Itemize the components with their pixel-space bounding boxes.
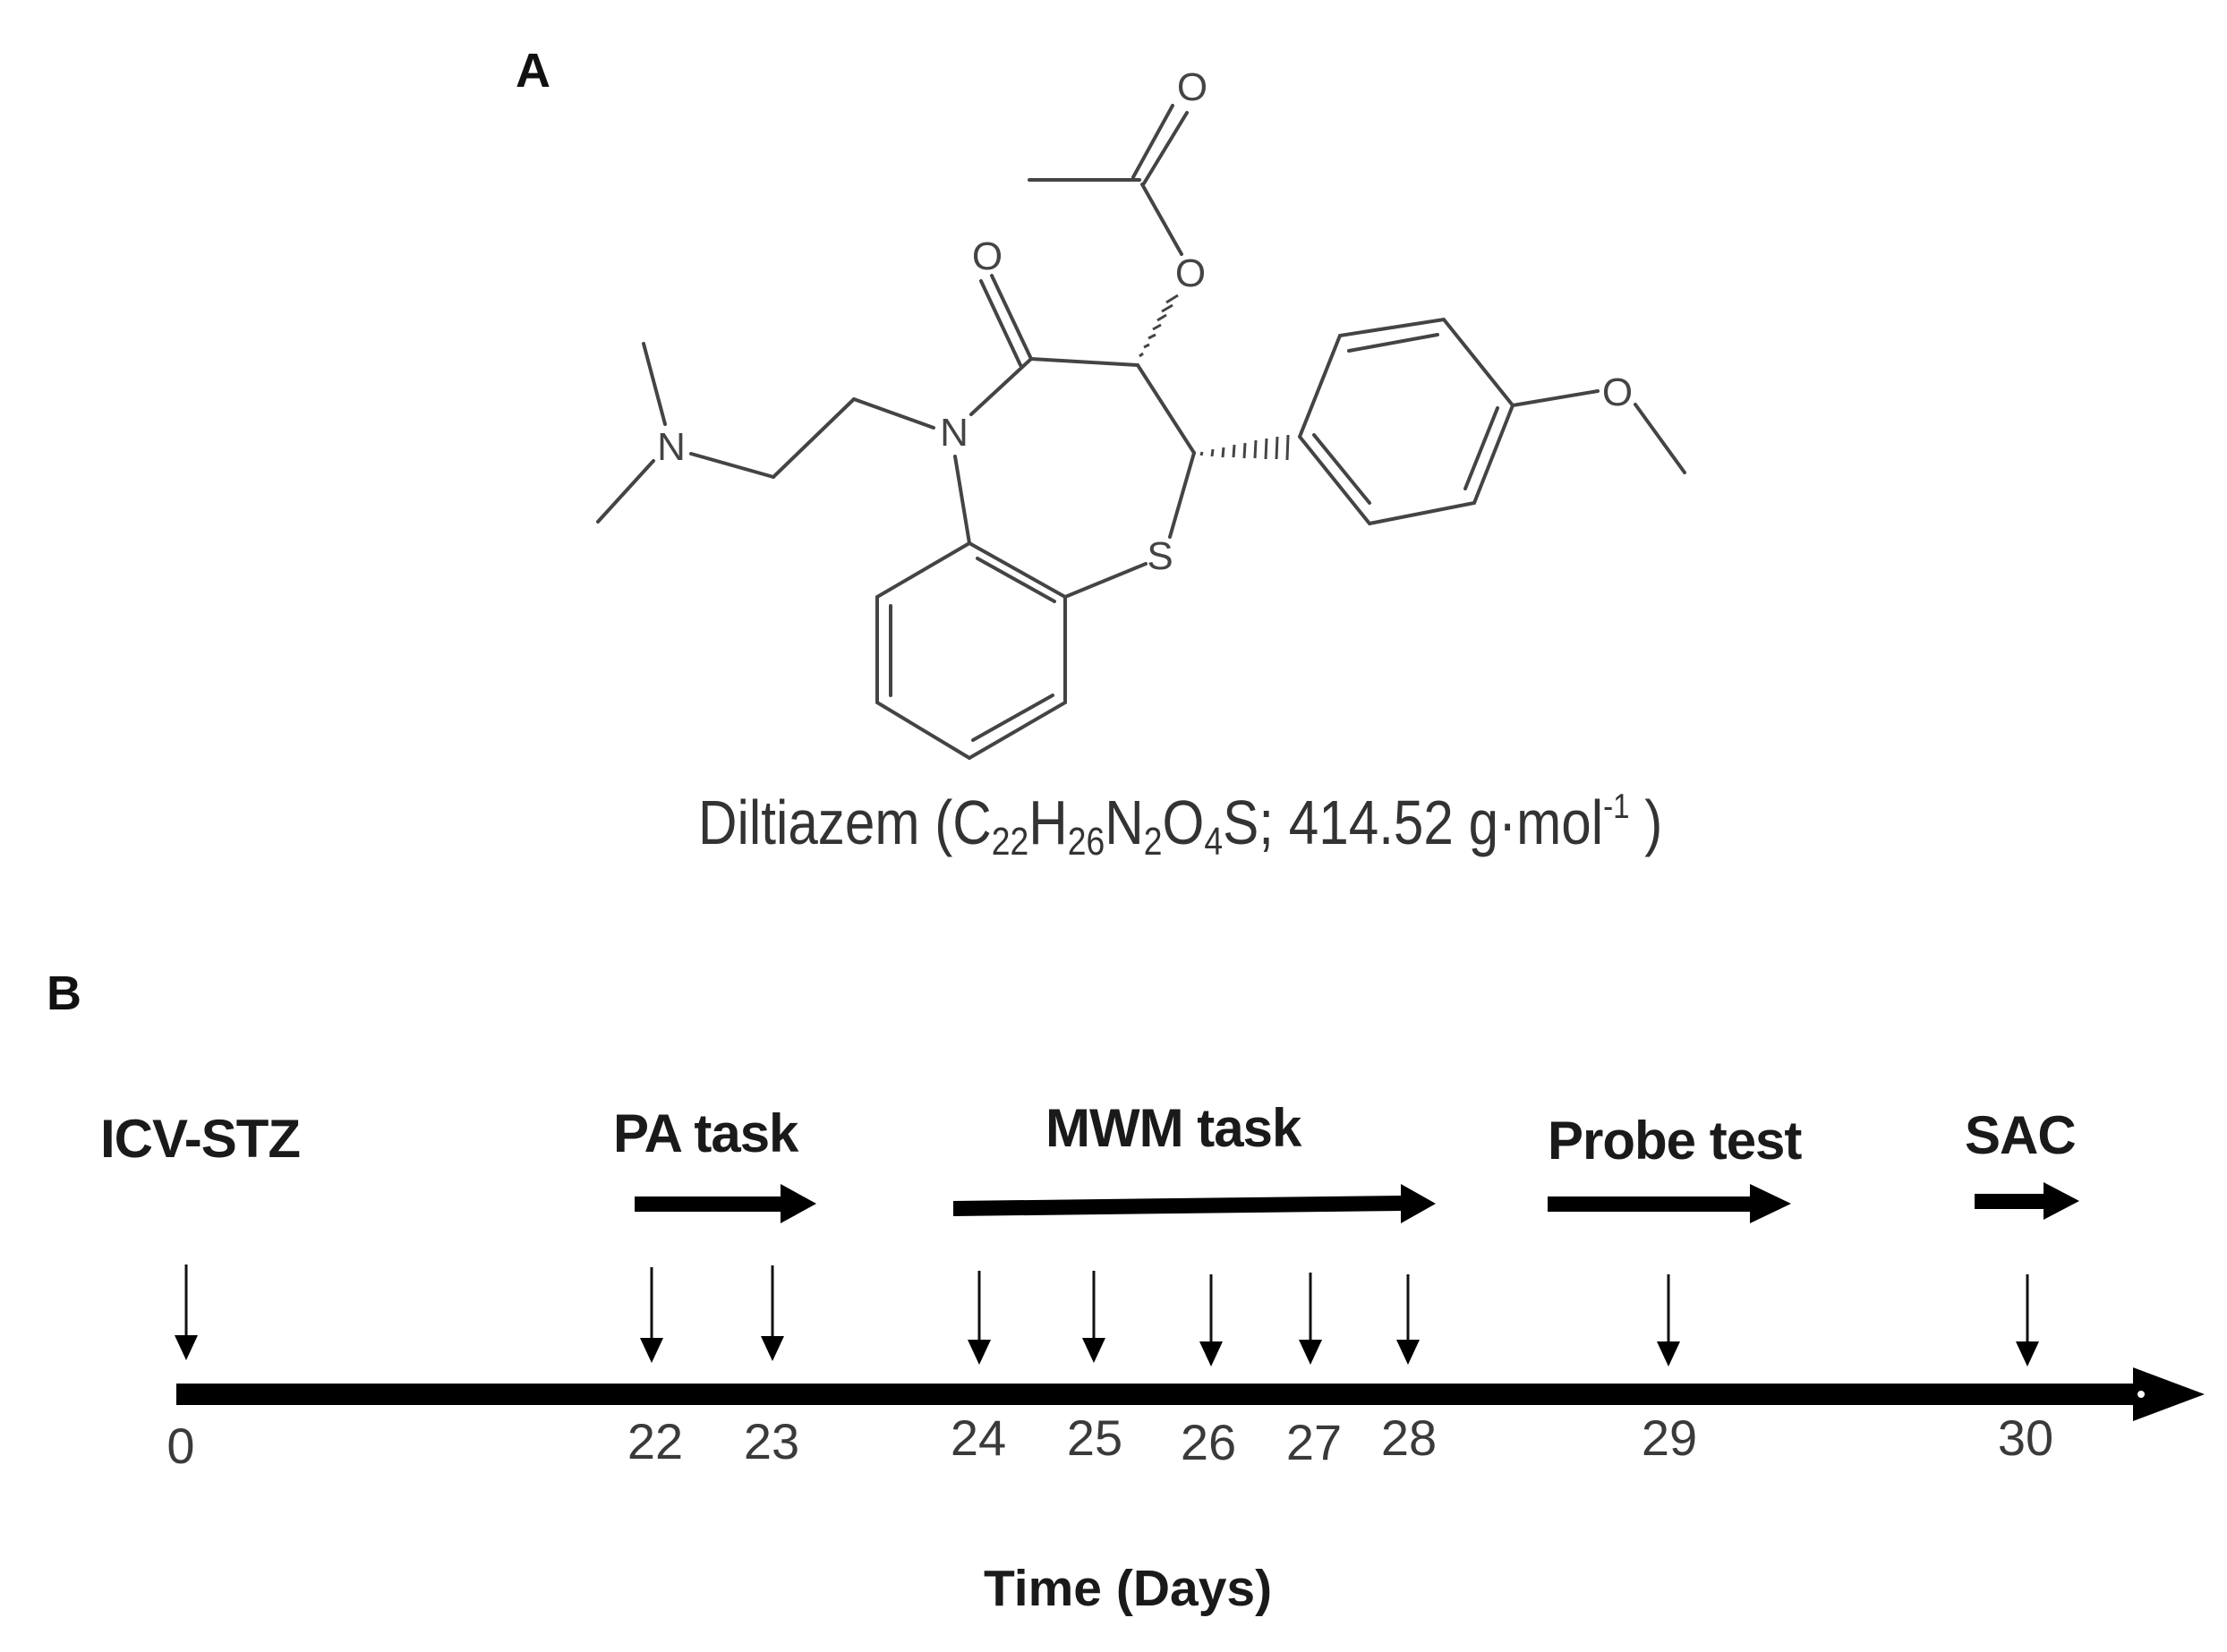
molecular-formula: C22H26N2O4S bbox=[952, 787, 1259, 864]
day-label-29: 29 bbox=[1641, 1409, 1698, 1466]
day-marker-arrow-icon bbox=[1396, 1274, 1420, 1365]
day-label-25: 25 bbox=[1066, 1409, 1123, 1466]
day-marker-arrow-icon bbox=[1299, 1273, 1322, 1365]
day-label-28: 28 bbox=[1380, 1409, 1438, 1466]
event-label-pa-task: PA task bbox=[613, 1103, 798, 1163]
day-label-22: 22 bbox=[627, 1413, 684, 1469]
diltiazem-structure: N N O O O S O bbox=[596, 65, 1686, 761]
molar-mass-exponent: -1 bbox=[1603, 788, 1630, 826]
timeline-axis bbox=[176, 1367, 2205, 1421]
caption-separator: ; bbox=[1259, 787, 1289, 857]
axis-title: Time (Days) bbox=[984, 1560, 1273, 1617]
event-label-sac: SAC bbox=[1965, 1105, 2077, 1165]
span-arrow-pa-task bbox=[635, 1184, 816, 1223]
caption-prefix: Diltiazem ( bbox=[698, 787, 953, 857]
day-label-30: 30 bbox=[1997, 1409, 2054, 1466]
panel-a-label: A bbox=[516, 44, 550, 98]
day-label-26: 26 bbox=[1180, 1414, 1237, 1470]
day-marker-arrow-icon bbox=[2016, 1274, 2039, 1367]
event-label-probe-test: Probe test bbox=[1548, 1111, 1802, 1171]
atom-o-methoxy: O bbox=[1602, 370, 1633, 414]
day-marker-arrow-icon bbox=[1199, 1274, 1223, 1367]
day-marker-arrow-icon bbox=[640, 1267, 663, 1363]
caption-suffix: ) bbox=[1629, 787, 1663, 857]
event-label-icv-stz: ICV-STZ bbox=[100, 1109, 301, 1169]
day-marker-arrow-icon bbox=[1657, 1274, 1680, 1367]
span-arrow-sac bbox=[1975, 1182, 2079, 1220]
day-marker-arrow-icon bbox=[175, 1265, 198, 1360]
panel-b-label: B bbox=[47, 967, 81, 1020]
molar-mass: 414.52 g·mol bbox=[1288, 787, 1604, 857]
atom-o-acetyl: O bbox=[1177, 65, 1207, 109]
molecule-caption: Diltiazem (C22H26N2O4S; 414.52 g·mol-1 ) bbox=[698, 787, 1663, 864]
atom-o-lactam: O bbox=[972, 234, 1003, 278]
event-label-mwm-task: MWM task bbox=[1045, 1098, 1301, 1158]
atom-o-ester: O bbox=[1175, 251, 1206, 295]
day-label-0: 0 bbox=[166, 1418, 195, 1474]
span-arrow-mwm-task bbox=[953, 1184, 1436, 1223]
day-label-23: 23 bbox=[743, 1413, 800, 1469]
day-label-24: 24 bbox=[950, 1409, 1007, 1466]
atom-s-ring: S bbox=[1147, 534, 1173, 578]
day-label-27: 27 bbox=[1285, 1414, 1343, 1470]
span-arrow-probe-test bbox=[1548, 1184, 1791, 1223]
day-marker-arrow-icon bbox=[1082, 1271, 1105, 1363]
day-marker-arrow-icon bbox=[968, 1271, 991, 1365]
day-marker-arrow-icon bbox=[761, 1265, 784, 1361]
atom-n-dimethyl: N bbox=[657, 425, 686, 469]
atom-n-ring: N bbox=[940, 411, 968, 455]
